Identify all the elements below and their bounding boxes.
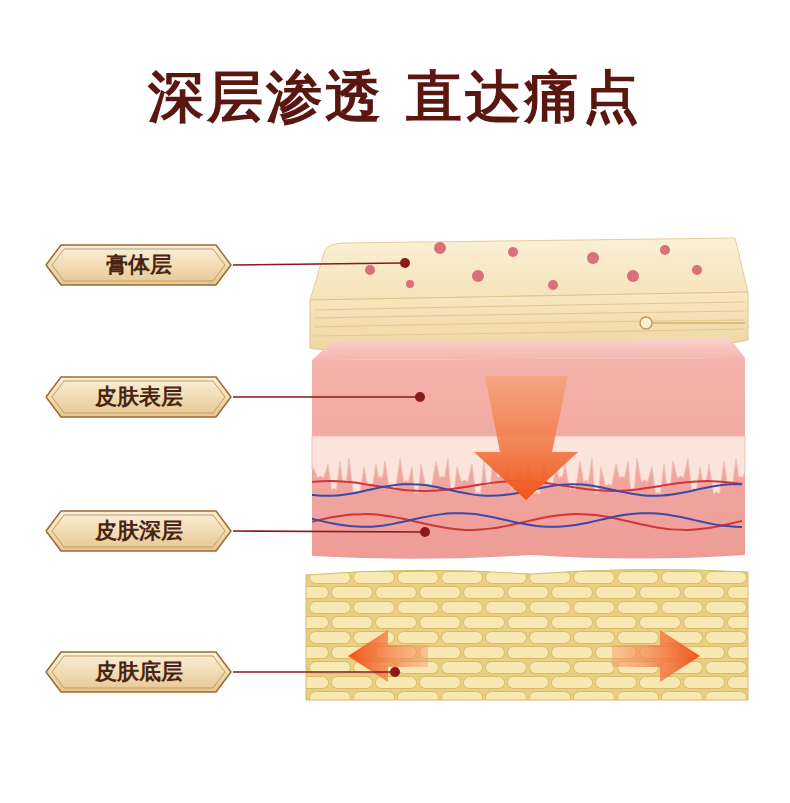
layer-label: 膏体层 [45,244,232,286]
layer-label: 皮肤底层 [45,651,232,693]
penetration-arrow [474,376,578,500]
layer-name: 膏体层 [106,250,172,280]
spread-arrow [348,630,428,682]
layer-name: 皮肤深层 [95,516,183,546]
leader-dots [390,258,430,677]
layer-label: 皮肤深层 [45,510,232,552]
paste-layer [310,238,748,352]
spread-arrow [612,630,700,682]
layer-name: 皮肤表层 [95,382,183,412]
leader-lines [233,263,423,672]
layer-name: 皮肤底层 [95,657,183,687]
fat-layer [306,569,748,700]
layer-label: 皮肤表层 [45,376,232,418]
skin-block [312,338,745,559]
page-title: 深层渗透 直达痛点 [0,60,790,136]
